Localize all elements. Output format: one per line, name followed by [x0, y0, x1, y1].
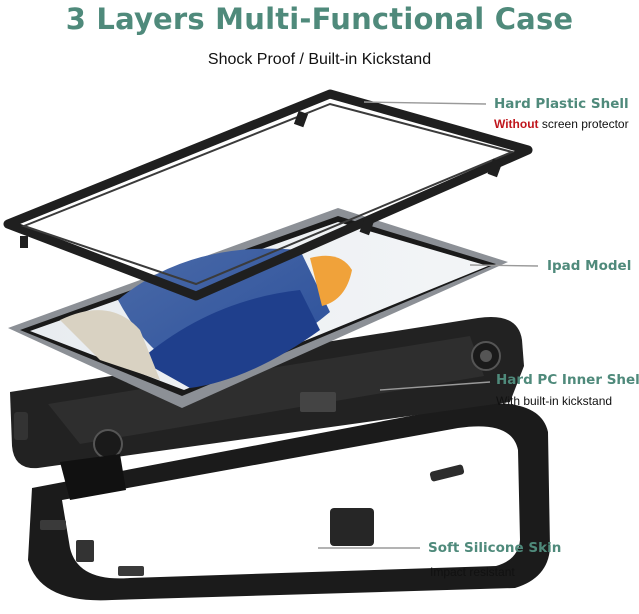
label-name: Hard Plastic Shell [494, 96, 629, 112]
label-note: Without screen protector [494, 117, 629, 131]
label-note-accent: Without [494, 117, 539, 131]
label-soft-silicone-skin: Soft Silicone Skin Impact resistant [428, 540, 561, 579]
label-name: Ipad Model [547, 258, 632, 274]
page-title: 3 Layers Multi-Functional Case [65, 2, 574, 36]
plastic-shell-layer [3, 89, 533, 301]
silicone-skin-layer [28, 403, 550, 601]
label-note-text: screen protector [538, 117, 629, 131]
label-ipad-model: Ipad Model [547, 258, 631, 274]
label-note: Impact resistant [430, 565, 515, 579]
label-note: With built-in kickstand [496, 394, 613, 408]
label-hard-pc-inner-shell: Hard PC Inner Shell With built-in kickst… [496, 372, 639, 408]
page-subtitle: Shock Proof / Built-in Kickstand [207, 51, 432, 68]
leader-lines [318, 101, 539, 549]
label-name: Soft Silicone Skin [428, 540, 562, 556]
ipad-model-layer [8, 208, 508, 408]
label-hard-plastic-shell: Hard Plastic Shell Without screen protec… [494, 96, 629, 131]
label-name: Hard PC Inner Shell [496, 372, 639, 388]
inner-shell-layer [10, 316, 524, 500]
